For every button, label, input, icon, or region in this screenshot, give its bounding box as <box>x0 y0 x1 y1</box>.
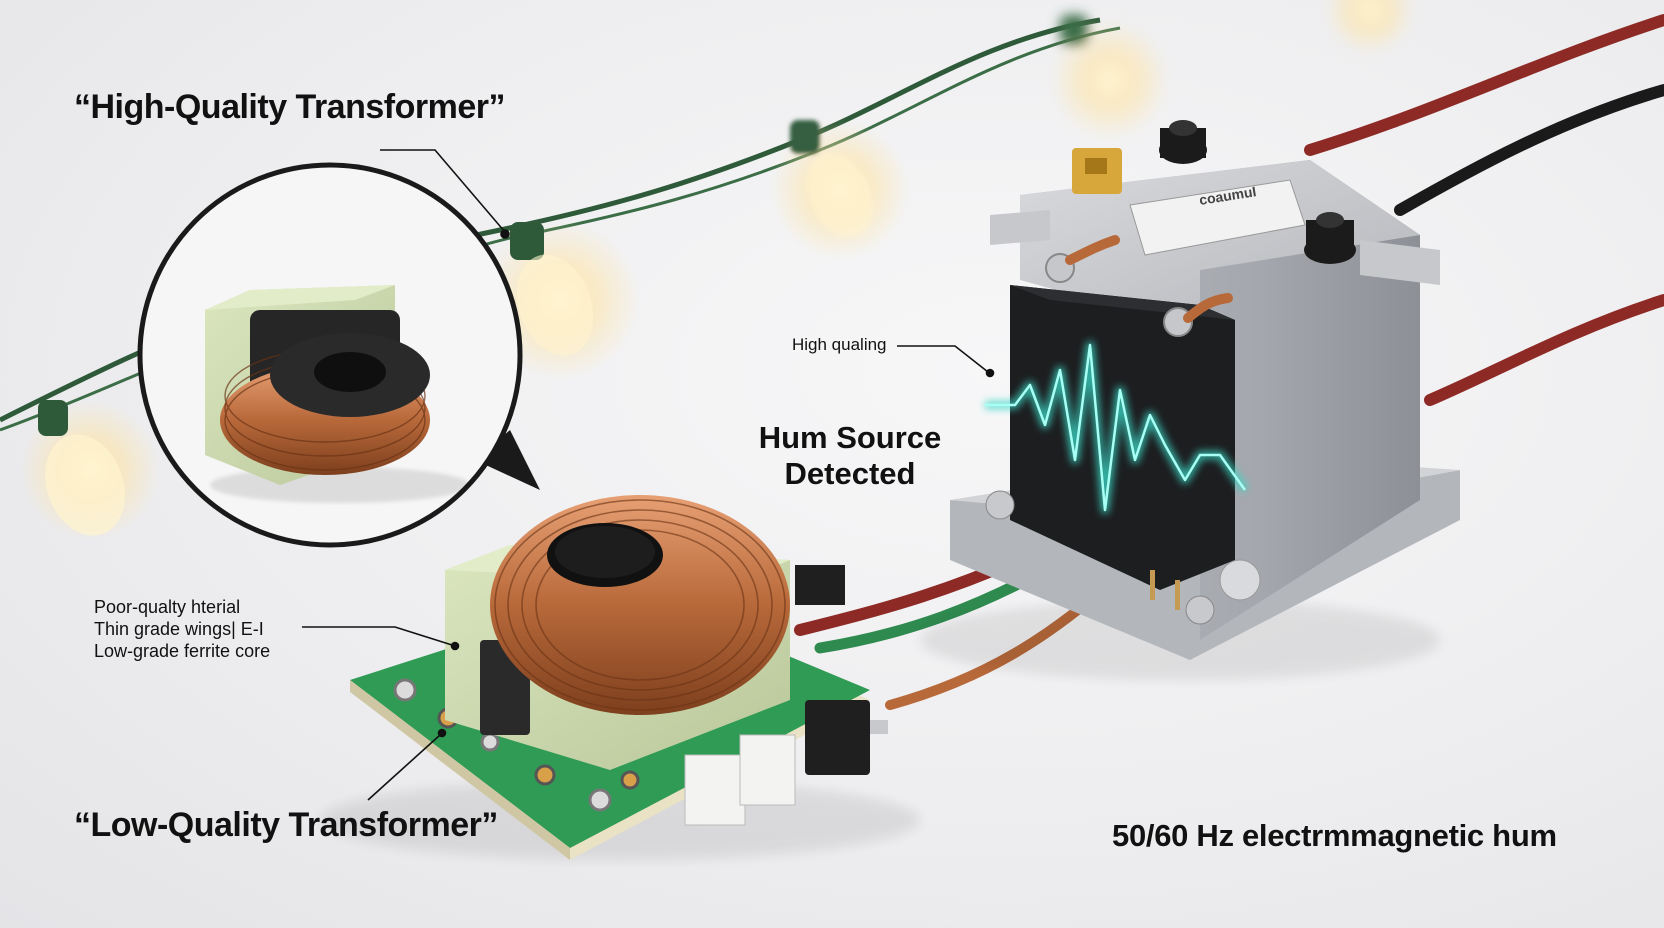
magnifier-callout <box>137 162 540 548</box>
high-quality-title: “High-Quality Transformer” <box>74 88 505 126</box>
spec-item: Poor-qualty hterial <box>94 597 241 617</box>
low-quality-transformer <box>320 495 920 860</box>
hum-source-title: Hum Source Detected <box>740 420 960 492</box>
hum-source-line: Hum Source <box>758 420 942 455</box>
copper-coil-icon <box>220 333 430 475</box>
hum-caption: 50/60 Hz electrmmagnetic hum <box>1112 818 1557 853</box>
string-lights <box>0 0 1415 540</box>
dc-jack <box>805 700 870 775</box>
spec-item: Thin grade wings| E-I <box>94 619 264 639</box>
high-quality-small-label: High qualing <box>792 335 887 354</box>
light-bulb-icon <box>20 400 160 540</box>
light-bulb-icon <box>1325 0 1415 55</box>
copper-coil-icon <box>490 495 790 715</box>
waveform-icon <box>985 341 1249 514</box>
spec-item: Low-grade ferrite core <box>94 641 271 661</box>
low-quality-spec-list: Poor-qualty hterial Thin grade wings| E-… <box>94 596 270 662</box>
hum-source-line: Detected <box>784 456 916 491</box>
low-quality-title: “Low-Quality Transformer” <box>74 806 498 844</box>
high-quality-transformer: coaumuI <box>920 120 1460 680</box>
connector <box>684 754 746 826</box>
light-bulb-icon <box>770 120 910 260</box>
callout-leaders <box>302 149 995 801</box>
light-bulb-icon <box>1050 15 1170 140</box>
